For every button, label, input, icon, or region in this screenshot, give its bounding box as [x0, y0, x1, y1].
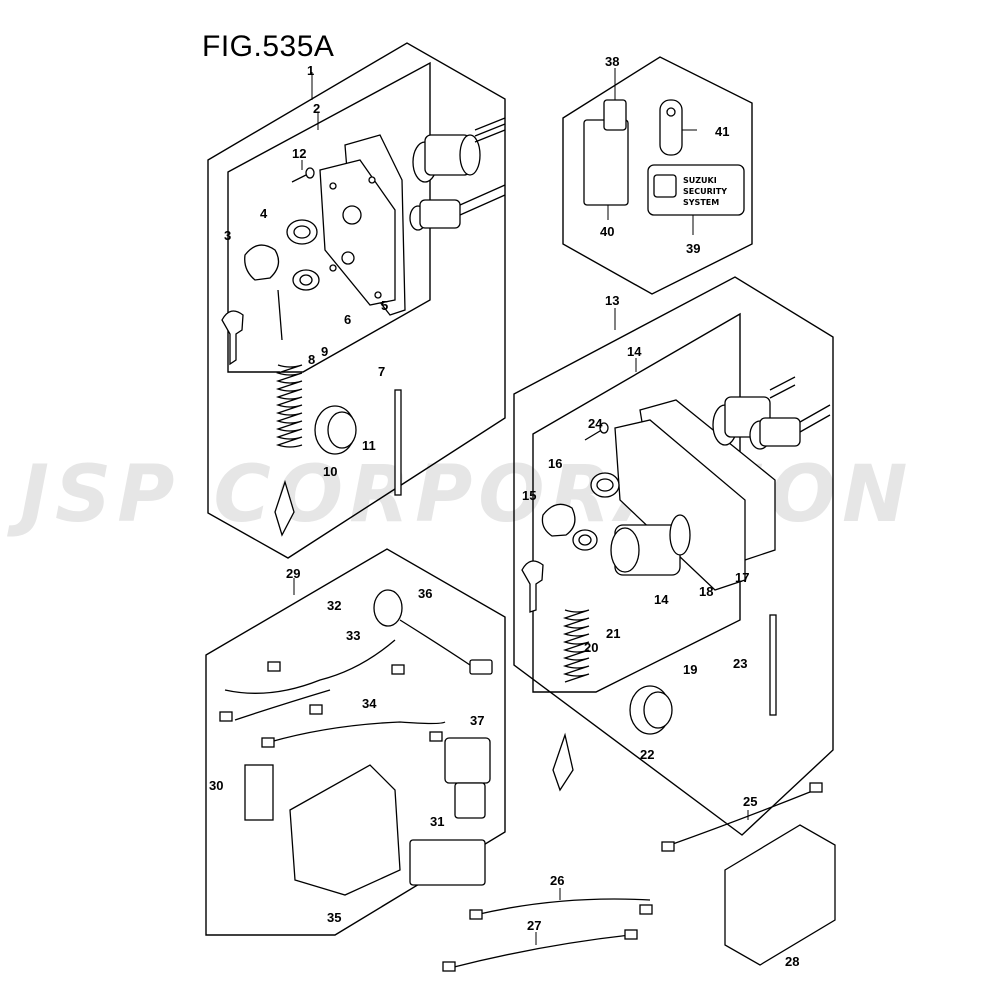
callout-26: 26	[550, 873, 564, 888]
callout-8: 8	[308, 352, 315, 367]
callout-27: 27	[527, 918, 541, 933]
callout-4: 4	[260, 206, 268, 221]
group-1-box	[207, 42, 506, 559]
callout-23: 23	[733, 656, 747, 671]
callout-20: 20	[584, 640, 598, 655]
callout-7: 7	[378, 364, 385, 379]
callout-36: 36	[418, 586, 432, 601]
key-fob-41	[659, 99, 683, 156]
cable-tie-23	[769, 614, 777, 716]
callout-10: 10	[323, 464, 337, 479]
plate-6	[319, 159, 396, 306]
harness-32	[224, 639, 396, 721]
callout-34: 34	[362, 696, 377, 711]
group-14-box	[532, 312, 741, 693]
callout-12: 12	[292, 146, 306, 161]
callout-14: 14	[627, 344, 642, 359]
callout-22: 22	[640, 747, 654, 762]
callout-24: 24	[588, 416, 603, 431]
callout-33: 33	[346, 628, 360, 643]
callout-40: 40	[600, 224, 614, 239]
callout-16: 16	[548, 456, 562, 471]
lanyard-coil-20	[562, 609, 590, 683]
callout-11: 11	[362, 438, 376, 453]
callout-32: 32	[327, 598, 341, 613]
callout-5: 5	[381, 298, 388, 313]
callout-14-lower: 14	[654, 592, 669, 607]
callout-18: 18	[699, 584, 713, 599]
key-cap-15	[541, 503, 576, 537]
callout-41: 41	[715, 124, 729, 139]
group-38-box	[562, 56, 753, 295]
key-cap-3	[244, 244, 280, 281]
group-29-box	[205, 548, 506, 936]
security-label-line-3: SYSTEM	[683, 198, 719, 207]
group-13-box	[513, 276, 834, 836]
callout-21: 21	[606, 626, 620, 641]
callout-39: 39	[686, 241, 700, 256]
callout-31: 31	[430, 814, 444, 829]
lanyard-coil-8	[275, 289, 303, 448]
callout-17: 17	[735, 570, 749, 585]
callout-37: 37	[470, 713, 484, 728]
security-label-line-1: SUZUKI	[683, 176, 717, 185]
callout-25: 25	[743, 794, 757, 809]
harness-25	[669, 789, 816, 846]
callout-9: 9	[321, 344, 328, 359]
callout-2: 2	[313, 101, 320, 116]
key-15	[521, 560, 544, 613]
card-30	[244, 764, 274, 821]
callout-3: 3	[224, 228, 231, 243]
callout-13: 13	[605, 293, 619, 308]
callouts: 1 2 3 4 5 6 7 8 9 10 11 12 13 14 15 16 1…	[209, 54, 799, 969]
harness-34	[269, 721, 446, 743]
callout-29: 29	[286, 566, 300, 581]
ecu-28	[724, 824, 836, 966]
harness-27	[449, 934, 631, 969]
callout-19: 19	[683, 662, 697, 677]
callout-30: 30	[209, 778, 223, 793]
figure-title: FIG.535A	[202, 30, 335, 63]
callout-15: 15	[522, 488, 536, 503]
callout-38: 38	[605, 54, 619, 69]
relay-37	[444, 737, 491, 784]
module-40	[583, 119, 629, 206]
cable-tie-11	[394, 389, 402, 496]
plate-18	[614, 419, 746, 591]
part-36	[373, 589, 403, 627]
callout-1: 1	[307, 63, 314, 78]
security-label-line-2: SECURITY	[683, 187, 727, 196]
callout-6: 6	[344, 312, 351, 327]
bracket-35	[289, 764, 401, 896]
callout-35: 35	[327, 910, 341, 925]
key-3	[221, 310, 244, 366]
callout-28: 28	[785, 954, 799, 969]
group-2-box	[227, 61, 431, 373]
harness-26	[474, 898, 651, 916]
box-31	[409, 839, 486, 886]
